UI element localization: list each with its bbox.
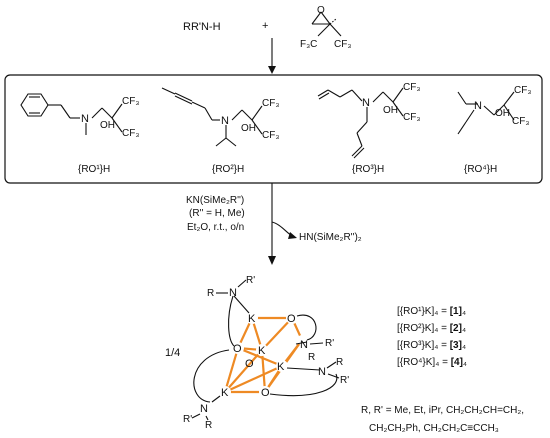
byproduct-arrow-head <box>288 232 297 239</box>
ligand-4-label: {RO⁴}H <box>464 164 497 175</box>
solvent-text: Et₂O, r.t., o/n <box>187 222 244 233</box>
ligand-3-cf3-b: CF₃ <box>403 112 420 123</box>
ligand-3-nitrogen: N <box>362 97 370 109</box>
epoxide-structure: O F₃C CF₃ <box>300 5 351 50</box>
amine-reactant: RR'N-H <box>183 21 221 33</box>
cube-vertex-backgrounds <box>219 312 307 398</box>
ligand-4-cf3-a: CF₃ <box>514 85 531 96</box>
ligand-3-cf3-a: CF₃ <box>403 82 420 93</box>
ligand-2-cf3-a: CF₃ <box>262 98 279 109</box>
ligand-2-hydroxyl: OH <box>241 123 256 134</box>
ligand-2-structure: N CF₃ CF₃ OH <box>161 87 279 147</box>
r-options-text: (R'' = H, Me) <box>189 208 245 219</box>
cluster-n-2-r: R <box>308 352 315 363</box>
ligand-4-hydroxyl: OH <box>495 108 510 119</box>
chelate-arcs <box>193 295 338 403</box>
cluster-n-3: N <box>318 366 326 378</box>
ligand-3-hydroxyl: OH <box>383 105 398 116</box>
product-3: [{RO³}K]₄ = [3]₄ <box>397 340 466 351</box>
ligand-1-cf3-a: CF₃ <box>122 96 139 107</box>
cluster-n-1-rp: R' <box>246 275 255 286</box>
byproduct-text: HN(SiMe₂R'')₂ <box>299 232 362 243</box>
arrow-head-2 <box>268 256 276 265</box>
product-list: [{RO¹}K]₄ = [1]₄ [{RO²}K]₄ = [2]₄ [{RO³}… <box>397 306 467 368</box>
ligand-1-structure: N CF₃ CF₃ OH <box>20 93 139 139</box>
substituent-line-2: CH₂CH₂Ph, CH₂CH₂C≡CCH₃ <box>369 423 499 434</box>
fraction-label: 1/4 <box>165 347 180 359</box>
epoxide-cf3-left: F₃C <box>300 39 317 50</box>
cluster-n-4: N <box>200 403 208 415</box>
product-2: [{RO²}K]₄ = [2]₄ <box>397 323 466 334</box>
ligand-3-structure: N CF₃ CF₃ OH <box>317 82 420 159</box>
cluster-k-2: K <box>258 345 266 357</box>
product-4: [{RO⁴}K]₄ = [4]₄ <box>397 357 467 368</box>
cluster-n-3-rp: R' <box>340 375 349 386</box>
ligand-4-structure: N CF₃ CF₃ OH <box>457 85 531 135</box>
cluster-k-4: K <box>221 387 229 399</box>
ligand-1-cf3-b: CF₃ <box>122 128 139 139</box>
ligand-2-cf3-b: CF₃ <box>262 130 279 141</box>
ligand-2-label: {RO²}H <box>212 164 244 175</box>
cluster-n-1: N <box>229 287 237 299</box>
ligand-1-hydroxyl: OH <box>100 120 115 131</box>
epoxide-oxygen: O <box>317 5 325 16</box>
cluster-n-3-r: R <box>336 357 343 368</box>
cluster-o-3: O <box>261 387 270 399</box>
plus-sign: + <box>262 20 268 32</box>
byproduct-arc <box>271 221 293 237</box>
ligand-box <box>4 74 543 184</box>
ligand-1-nitrogen: N <box>81 113 89 125</box>
epoxide-cf3-right: CF₃ <box>334 39 351 50</box>
ligand-3-label: {RO³}H <box>352 164 384 175</box>
cluster-n-4-r: R <box>205 420 212 431</box>
cluster-o-2: O <box>233 343 242 355</box>
cluster-n-4-rp: R' <box>183 414 192 425</box>
cluster-o-4: O <box>245 358 254 370</box>
cluster-k-3: K <box>277 361 285 373</box>
ligand-1-label: {RO¹}H <box>78 164 110 175</box>
ligand-4-nitrogen: N <box>474 100 482 112</box>
cluster-n-2-rp: R' <box>325 338 334 349</box>
reagent-text: KN(SiMe₂R'') <box>186 195 244 206</box>
cluster-o-1: O <box>287 313 296 325</box>
arrow-head-1 <box>268 66 276 74</box>
cluster-n-2: N <box>300 339 308 351</box>
ligand-4-cf3-b: CF₃ <box>512 116 529 127</box>
product-1: [{RO¹}K]₄ = [1]₄ <box>397 306 466 317</box>
cluster-n-1-r: R <box>207 288 214 299</box>
substituent-line-1: R, R' = Me, Et, iPr, CH₂CH₂CH=CH₂, <box>361 405 524 416</box>
cluster-k-1: K <box>248 313 256 325</box>
ligand-2-nitrogen: N <box>221 115 229 127</box>
